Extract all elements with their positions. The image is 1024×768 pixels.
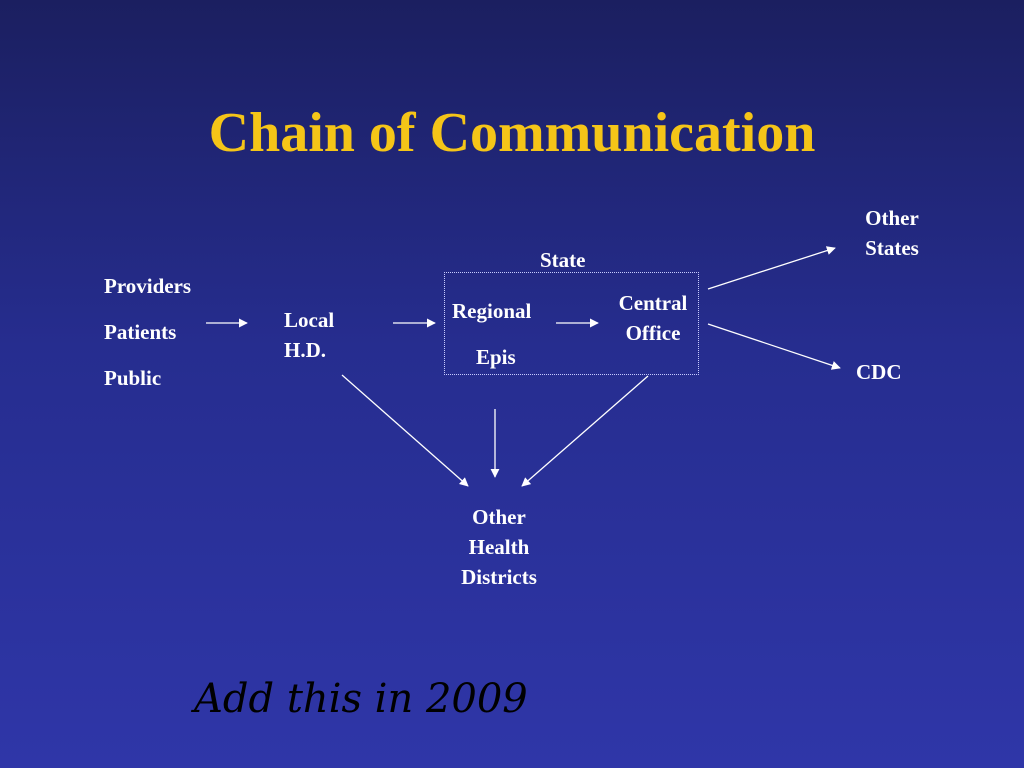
slide-title: Chain of Communication: [208, 102, 816, 164]
local-hd-line-1: Local: [284, 308, 335, 332]
other-states-line-2: States: [865, 236, 919, 260]
label-regional: Regional: [452, 299, 532, 323]
node-central-office: Central Office: [605, 288, 701, 348]
node-local-hd: Local H.D.: [284, 305, 334, 365]
ohd-line-2: Health: [468, 535, 530, 559]
arrow-central-to-other-states: [707, 246, 836, 290]
local-hd-line-2: H.D.: [284, 338, 326, 362]
label-providers: Providers: [104, 274, 192, 298]
central-office-line-1: Central: [618, 291, 688, 315]
label-epis: Epis: [476, 345, 516, 369]
other-states-line-1: Other: [865, 206, 919, 230]
arrow-local-to-ohd: [341, 374, 469, 487]
label-patients: Patients: [104, 320, 177, 344]
node-other-states: Other States: [852, 203, 932, 263]
ohd-line-1: Other: [472, 505, 526, 529]
node-other-health-districts: Other Health Districts: [444, 502, 554, 592]
state-box: [444, 272, 699, 375]
central-office-line-2: Office: [625, 321, 681, 345]
node-cdc: CDC: [856, 360, 902, 384]
handwritten-note: Add this in 2009: [194, 676, 528, 722]
ohd-line-3: Districts: [461, 565, 537, 589]
arrow-central-to-cdc: [707, 323, 841, 370]
arrow-central-to-ohd: [521, 375, 649, 487]
label-public: Public: [104, 366, 162, 390]
label-state: State: [540, 248, 586, 272]
